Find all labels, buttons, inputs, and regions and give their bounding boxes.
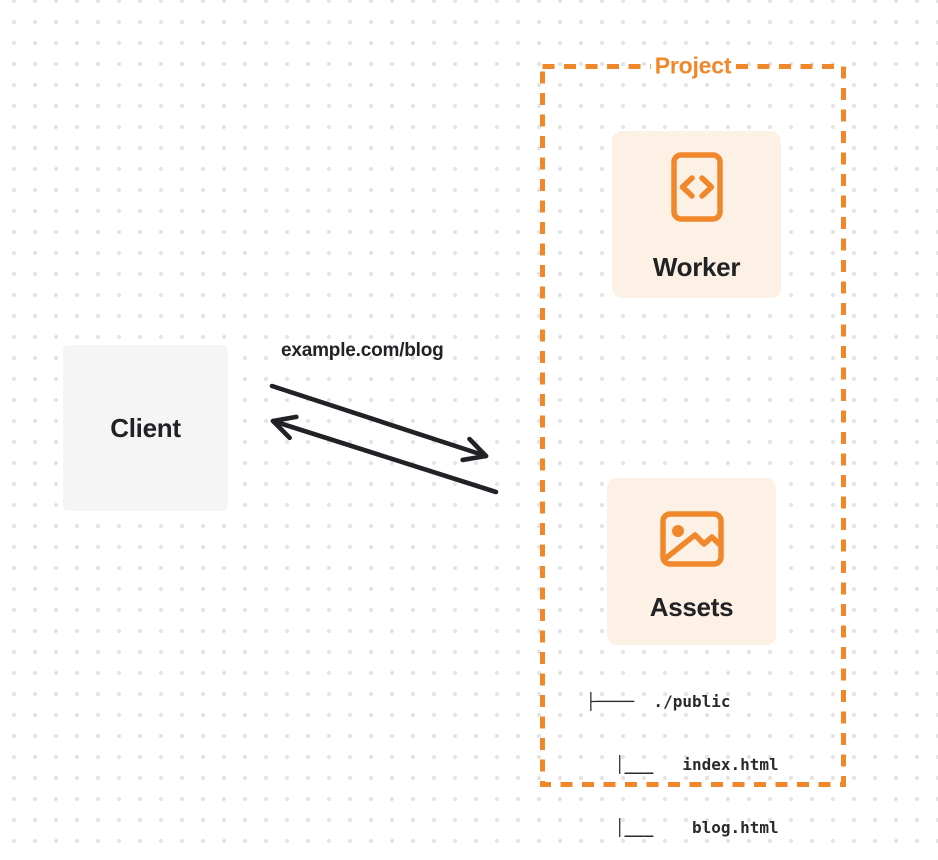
client-node: Client	[63, 345, 228, 511]
assets-node: Assets	[607, 478, 776, 645]
image-icon	[659, 511, 724, 567]
file-tree-line: ├──── ./public	[586, 692, 731, 711]
assets-label: Assets	[649, 592, 734, 622]
client-label: Client	[110, 412, 181, 443]
worker-node: Worker	[612, 131, 781, 298]
project-label: Project	[650, 52, 736, 80]
response-arrow	[270, 414, 499, 495]
assets-file-tree: ├──── ./public │___ index.html │___ blog…	[586, 649, 779, 860]
request-url-label: example.com/blog	[281, 340, 444, 361]
code-file-icon	[670, 152, 723, 222]
file-tree-line: │___ blog.html	[586, 818, 779, 837]
worker-label: Worker	[652, 252, 741, 282]
request-response-arrows	[269, 383, 499, 495]
file-tree-line: │___ index.html	[586, 755, 779, 774]
request-arrow	[269, 383, 489, 463]
project-container: Project Worker Assets ├──── ./public │__…	[540, 52, 846, 837]
